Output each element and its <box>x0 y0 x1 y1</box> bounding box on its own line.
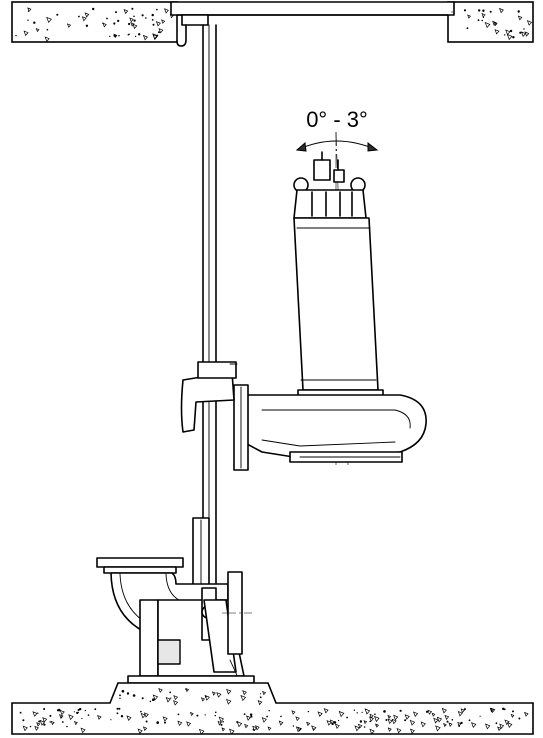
pump-volute <box>180 361 427 471</box>
tilt-angle-label: 0° - 3° <box>306 107 368 132</box>
duckfoot-base <box>96 557 255 684</box>
guide-rail <box>176 14 217 601</box>
ceiling-slab <box>11 1 534 43</box>
pump-motor <box>293 151 384 399</box>
guide-bracket <box>192 517 210 589</box>
ceiling-concrete-texture <box>15 7 533 42</box>
floor-concrete-texture <box>19 687 529 735</box>
floor-slab <box>11 682 534 735</box>
